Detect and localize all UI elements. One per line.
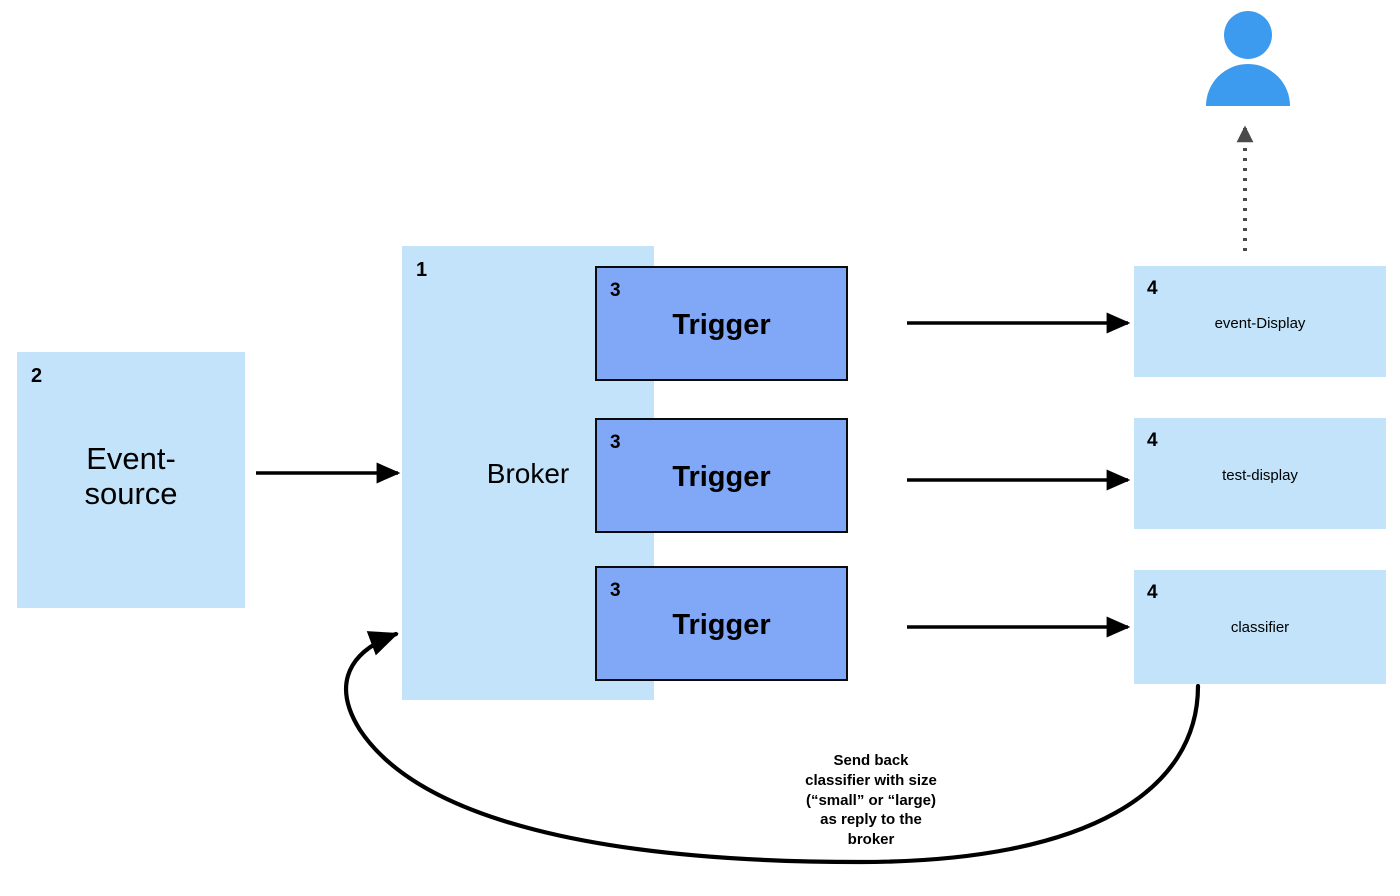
- step-number-trigger-3: 3: [610, 580, 621, 601]
- node-label-event-source: Event- source: [84, 441, 178, 511]
- user-avatar: [1204, 8, 1292, 108]
- node-trigger-1[interactable]: 3 Trigger: [595, 266, 848, 381]
- step-number-test-display: 4: [1147, 430, 1158, 451]
- node-classifier[interactable]: 4 classifier: [1134, 570, 1386, 684]
- node-event-source[interactable]: 2 Event- source: [17, 352, 245, 608]
- node-label-trigger-2: Trigger: [672, 461, 771, 493]
- node-test-display[interactable]: 4 test-display: [1134, 418, 1386, 529]
- person-body-icon: [1206, 64, 1290, 106]
- node-label-trigger-1: Trigger: [672, 309, 771, 341]
- step-number-event-source: 2: [31, 365, 43, 387]
- node-label-classifier: classifier: [1230, 619, 1290, 636]
- person-head-icon: [1224, 11, 1272, 59]
- feedback-caption: Send back classifier with size (“small” …: [805, 752, 937, 849]
- step-number-event-display: 4: [1147, 278, 1158, 299]
- node-label-event-display: event-Display: [1214, 315, 1306, 332]
- node-event-display[interactable]: 4 event-Display: [1134, 266, 1386, 377]
- step-number-classifier: 4: [1147, 582, 1158, 603]
- node-trigger-3[interactable]: 3 Trigger: [595, 566, 848, 681]
- step-number-trigger-1: 3: [610, 280, 621, 301]
- node-trigger-2[interactable]: 3 Trigger: [595, 418, 848, 533]
- step-number-trigger-2: 3: [610, 432, 621, 453]
- node-label-broker: Broker: [486, 458, 570, 489]
- node-label-trigger-3: Trigger: [672, 609, 771, 641]
- step-number-broker: 1: [416, 259, 428, 281]
- node-label-test-display: test-display: [1222, 467, 1298, 484]
